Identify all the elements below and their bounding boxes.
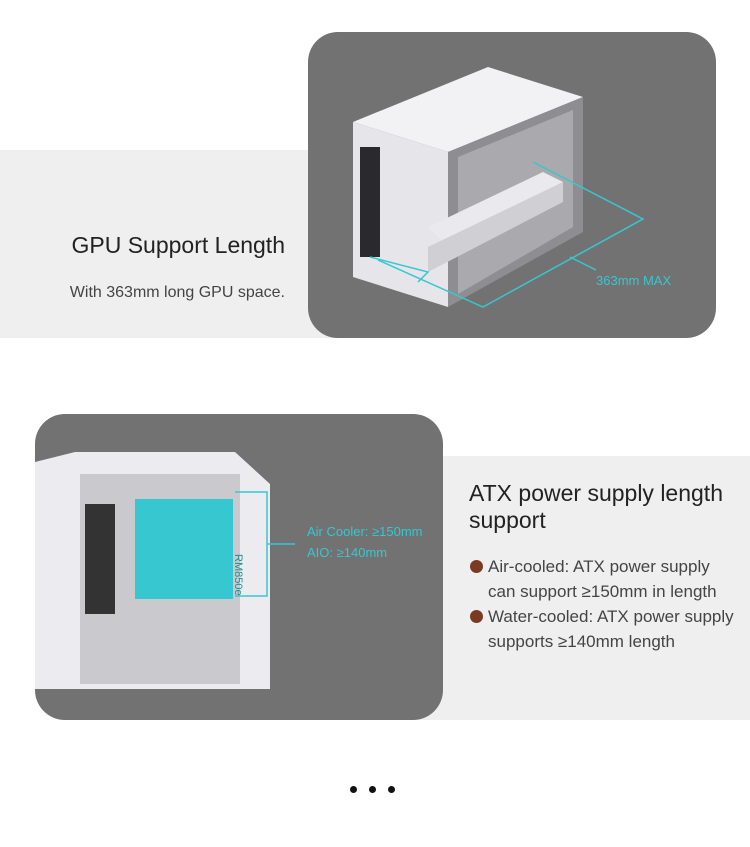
- psu-background-band: [420, 456, 750, 720]
- psu-bullet-list: Air-cooled: ATX power supply can support…: [470, 554, 740, 654]
- bullet-dot-icon: [470, 610, 483, 623]
- gpu-case-image: 363mm MAX: [308, 32, 716, 338]
- psu-case-image: RM850e Air Cooler: ≥150mm AIO: ≥140mm: [35, 414, 443, 720]
- psu-model-text: RM850e: [232, 554, 244, 596]
- psu-section-title: ATX power supply length support: [469, 480, 723, 533]
- bullet-text: Air-cooled: ATX power supply can support…: [488, 557, 717, 601]
- air-cooler-label: Air Cooler: ≥150mm: [307, 524, 423, 539]
- bullet-item: Water-cooled: ATX power supply supports …: [470, 604, 740, 654]
- bullet-text: Water-cooled: ATX power supply supports …: [488, 607, 734, 651]
- bullet-item: Air-cooled: ATX power supply can support…: [470, 554, 740, 604]
- more-indicator: [350, 786, 395, 793]
- gpu-section-title: GPU Support Length: [71, 232, 285, 258]
- aio-label: AIO: ≥140mm: [307, 545, 388, 560]
- gpu-section-subtitle: With 363mm long GPU space.: [69, 284, 285, 301]
- gpu-length-label: 363mm MAX: [596, 273, 672, 288]
- bullet-dot-icon: [470, 560, 483, 573]
